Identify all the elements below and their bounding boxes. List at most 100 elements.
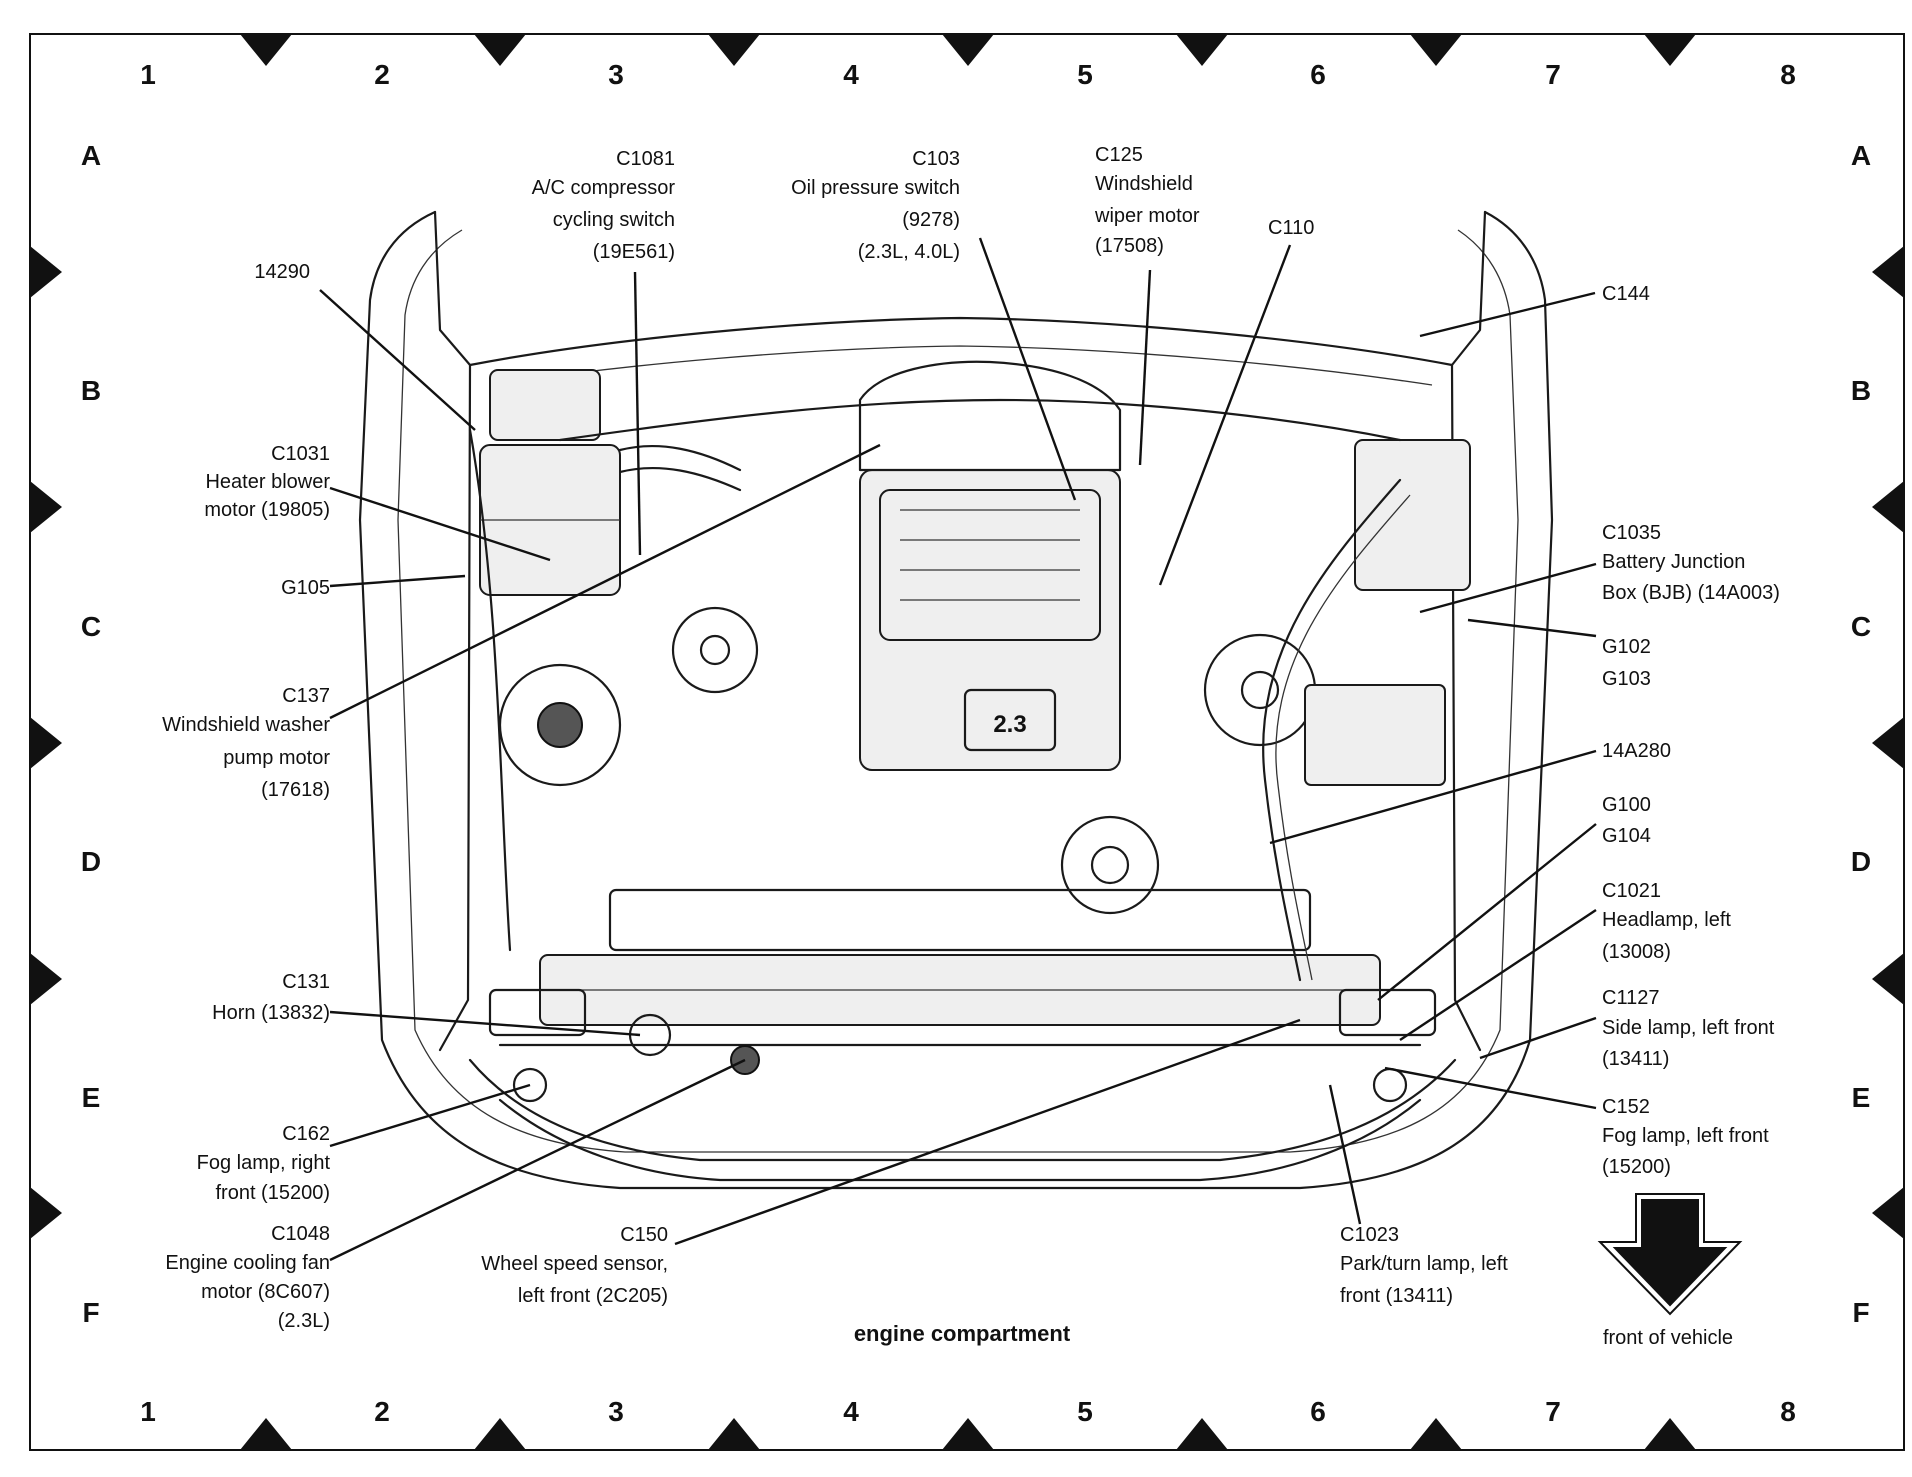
leader-c152 <box>1384 1066 1597 1110</box>
intake-manifold <box>858 360 1122 472</box>
leader-c125 <box>1138 269 1152 466</box>
grid-col-bottom-3: 3 <box>608 1396 624 1427</box>
callout-c1021-line: Headlamp, left <box>1602 909 1731 931</box>
callout-c162-line: Fog lamp, right <box>197 1152 331 1174</box>
engine-badge-plate <box>963 688 1057 752</box>
grid-row-left-f: F <box>82 1297 99 1328</box>
grid-tick-left <box>30 717 62 769</box>
callout-c103-line: Oil pressure switch <box>791 177 960 199</box>
callout-c1035-line: Battery Junction <box>1602 551 1745 573</box>
callout-c1035: C1035 Battery Junction Box (BJB) (14A003… <box>1602 522 1780 604</box>
callout-c1127: C1127 Side lamp, left front (13411) <box>1602 987 1775 1070</box>
callout-c125: C125 Windshield wiper motor (17508) <box>1094 144 1200 257</box>
callout-c1023-line: Park/turn lamp, left <box>1340 1253 1508 1275</box>
callout-c1048-line: C1048 <box>271 1223 330 1245</box>
grid-row-left-b: B <box>81 375 101 406</box>
callout-c162-line: C162 <box>282 1123 330 1145</box>
callout-c1031-line: motor (19805) <box>204 499 330 521</box>
callout-g102-g103: G102 G103 <box>1602 636 1651 690</box>
grid-col-bottom-4: 4 <box>843 1396 859 1427</box>
grid-tick-left <box>30 953 62 1005</box>
grid-col-bottom-8: 8 <box>1780 1396 1796 1427</box>
callout-c150-line: Wheel speed sensor, <box>481 1253 668 1275</box>
grid-rows-left: A B C D E F <box>81 140 101 1328</box>
callout-c1021: C1021 Headlamp, left (13008) <box>1602 880 1731 963</box>
wiring-harness-right <box>1262 478 1402 982</box>
grid-col-top-1: 1 <box>140 59 156 90</box>
grid-tick-top <box>1176 34 1228 66</box>
callout-c1031-line: Heater blower <box>205 471 330 493</box>
grid-tick-top <box>1644 34 1696 66</box>
leader-g100 <box>1377 823 1597 1001</box>
body-shell-outline <box>358 210 1554 1190</box>
front-bumper-lower <box>498 1098 1422 1182</box>
callout-c1048-line: (2.3L) <box>278 1310 330 1332</box>
callout-c103-line: C103 <box>912 148 960 170</box>
leader-c110 <box>1158 244 1292 586</box>
callout-c137: C137 Windshield washer pump motor (17618… <box>162 685 330 801</box>
engine-badge: 2.3 <box>993 711 1026 738</box>
callout-c144: C144 <box>1602 283 1650 305</box>
callout-c110-line: C110 <box>1268 217 1314 239</box>
callout-c144-line: C144 <box>1602 283 1650 305</box>
callout-c125-line: wiper motor <box>1094 205 1200 227</box>
fan-pulley-hub <box>537 702 583 748</box>
callout-c1023-line: C1023 <box>1340 1224 1399 1246</box>
callout-c103: C103 Oil pressure switch (9278) (2.3L, 4… <box>791 148 960 263</box>
grid-row-right-f: F <box>1852 1297 1869 1328</box>
grid-col-top-4: 4 <box>843 59 859 90</box>
callout-g104-line: G104 <box>1602 825 1651 847</box>
grid-col-top-8: 8 <box>1780 59 1796 90</box>
grid-tick-bottom <box>240 1418 292 1450</box>
grid-tick-bottom <box>708 1418 760 1450</box>
grid-tick-bottom <box>1410 1418 1462 1450</box>
front-of-vehicle-indicator: front of vehicle <box>1597 1193 1743 1349</box>
callout-c125-line: Windshield <box>1095 173 1193 195</box>
grid-col-top-2: 2 <box>374 59 390 90</box>
grid-tick-marks <box>30 34 1904 1450</box>
cowl-panel <box>468 316 1454 367</box>
callout-g105-line: G105 <box>281 577 330 599</box>
leader-c1048 <box>329 1058 746 1262</box>
leader-g105 <box>329 574 466 588</box>
fog-lamp-right <box>512 1067 548 1103</box>
callout-c131-line: Horn (13832) <box>212 1002 330 1024</box>
leader-c1031 <box>329 486 551 562</box>
callout-c152: C152 Fog lamp, left front (15200) <box>1602 1096 1769 1178</box>
callout-c137-line: (17618) <box>261 779 330 801</box>
alternator-hub <box>1240 670 1280 710</box>
callout-c150-line: left front (2C205) <box>518 1285 668 1307</box>
leader-c150 <box>674 1018 1301 1246</box>
callout-c162-line: front (15200) <box>215 1182 330 1204</box>
callout-g100-g104: G100 G104 <box>1602 794 1651 847</box>
callout-c1021-line: C1021 <box>1602 880 1661 902</box>
headlamp-left <box>1338 988 1437 1037</box>
callout-14a280: 14A280 <box>1602 740 1671 762</box>
grid-col-bottom-6: 6 <box>1310 1396 1326 1427</box>
grid-tick-top <box>474 34 526 66</box>
grid-tick-bottom <box>1176 1418 1228 1450</box>
grid-row-left-a: A <box>81 140 101 171</box>
battery-junction-box <box>1354 439 1471 591</box>
wiring-harness-right <box>1275 494 1411 981</box>
callout-c103-line: (9278) <box>902 209 960 231</box>
grid-tick-left <box>30 481 62 533</box>
callout-c152-line: C152 <box>1602 1096 1650 1118</box>
callout-c1048: C1048 Engine cooling fan motor (8C607) (… <box>165 1223 330 1332</box>
callout-c1031: C1031 Heater blower motor (19805) <box>204 443 330 521</box>
leader-c1081 <box>633 271 642 556</box>
callout-c1023: C1023 Park/turn lamp, left front (13411) <box>1340 1224 1508 1307</box>
leader-c103 <box>978 237 1077 501</box>
body-shell-inner <box>397 229 1519 1153</box>
grid-col-top-3: 3 <box>608 59 624 90</box>
callout-14290-line: 14290 <box>254 261 310 283</box>
grid-tick-right <box>1872 717 1904 769</box>
grid-tick-left <box>30 246 62 298</box>
grid-tick-right <box>1872 481 1904 533</box>
grid-tick-top <box>240 34 292 66</box>
callout-c137-line: Windshield washer <box>162 714 330 736</box>
callout-c137-line: C137 <box>282 685 330 707</box>
grid-row-left-c: C <box>81 611 101 642</box>
grid-tick-top <box>1410 34 1462 66</box>
grid-col-top-6: 6 <box>1310 59 1326 90</box>
